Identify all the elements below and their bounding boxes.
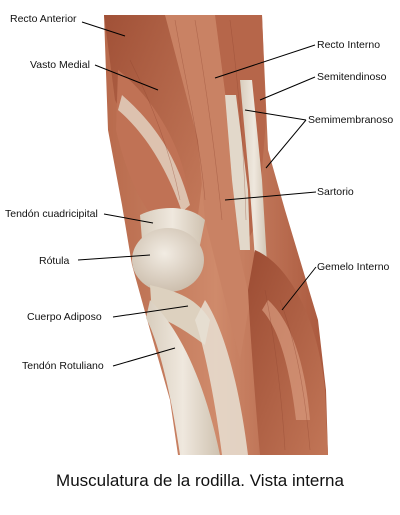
fascia-streak xyxy=(118,95,190,212)
cuerpo-adiposo-shape xyxy=(150,285,210,345)
figure-caption: Musculatura de la rodilla. Vista interna xyxy=(56,471,344,490)
label-recto-interno: Recto Interno xyxy=(317,39,381,51)
label-sartorio: Sartorio xyxy=(317,186,354,198)
label-cuerpo-adiposo: Cuerpo Adiposo xyxy=(27,311,102,323)
pes-anserinus-fan xyxy=(195,300,248,455)
semitendinoso-tendon xyxy=(240,80,268,300)
label-tendon-rotuliano: Tendón Rotuliano xyxy=(22,360,104,372)
knee-anatomy-illustration: Recto Anterior Vasto Medial Recto Intern… xyxy=(5,13,394,455)
label-semimembranoso: Semimembranoso xyxy=(308,114,394,126)
label-gemelo-interno: Gemelo Interno xyxy=(317,261,390,273)
rotula-shape xyxy=(132,228,204,292)
anatomy-drawing xyxy=(77,15,328,455)
tendon-rotuliano-shape xyxy=(146,300,220,455)
sartorio-shape xyxy=(165,15,250,360)
muscle-fibers xyxy=(129,19,311,451)
label-rotula: Rótula xyxy=(39,255,70,267)
label-semitendinoso: Semitendinoso xyxy=(317,71,387,83)
label-tendon-cuadricipital: Tendón cuadricipital xyxy=(5,208,98,220)
semimembranoso-tendon xyxy=(225,95,250,250)
gemelo-highlight xyxy=(262,300,310,420)
label-vasto-medial: Vasto Medial xyxy=(30,59,90,71)
label-recto-anterior: Recto Anterior xyxy=(10,13,77,25)
leader-lines xyxy=(77,21,317,367)
